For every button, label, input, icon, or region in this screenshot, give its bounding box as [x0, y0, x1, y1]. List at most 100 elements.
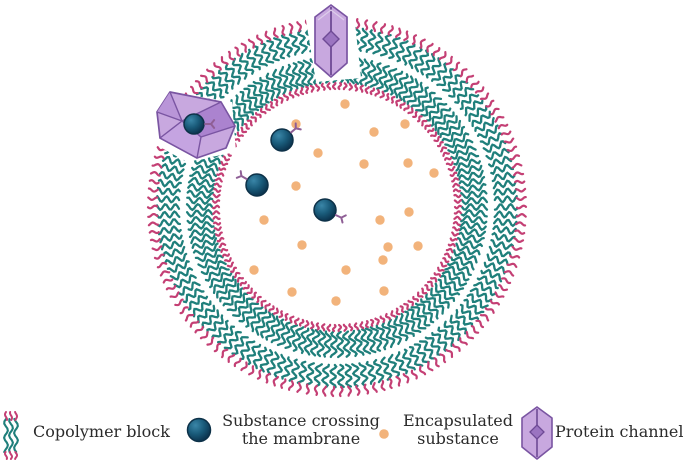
- inner-copolymer-head: [218, 167, 227, 171]
- legend-copolymer-block-label: Copolymer block: [33, 422, 170, 441]
- inner-copolymer-head: [222, 253, 231, 258]
- inner-copolymer-tail: [425, 292, 445, 315]
- outer-copolymer-head: [395, 375, 401, 387]
- outer-copolymer-head: [256, 34, 264, 45]
- inner-copolymer-tail: [285, 63, 299, 90]
- outer-copolymer-head: [159, 270, 171, 277]
- inner-copolymer-head: [426, 280, 434, 288]
- outer-copolymer-head: [511, 162, 523, 169]
- outer-copolymer-head: [355, 384, 361, 396]
- outer-copolymer-tail: [205, 81, 225, 99]
- inner-copolymer-tail: [360, 328, 372, 355]
- inner-copolymer-head: [449, 237, 458, 242]
- outer-copolymer-tail: [394, 351, 409, 375]
- inner-copolymer-head: [272, 307, 279, 315]
- inner-copolymer-head: [214, 231, 223, 237]
- inner-copolymer-head: [407, 299, 414, 307]
- inner-copolymer-tail: [381, 321, 396, 349]
- outer-copolymer-head: [410, 369, 418, 380]
- outer-copolymer-tail: [480, 268, 503, 283]
- outer-copolymer-tail: [441, 74, 462, 93]
- encapsulated-substance-dot: [249, 265, 259, 275]
- outer-copolymer-tail: [459, 93, 480, 111]
- inner-copolymer-tail: [425, 102, 448, 122]
- outer-copolymer-tail: [231, 336, 249, 355]
- inner-copolymer-head: [213, 226, 222, 232]
- inner-copolymer-tail: [393, 315, 409, 342]
- outer-copolymer-head: [452, 343, 461, 352]
- inner-copolymer-tail: [459, 182, 487, 193]
- inner-copolymer-head: [337, 323, 343, 333]
- navy-sphere-icon: [186, 417, 212, 443]
- inner-copolymer-tail: [284, 324, 299, 350]
- sphere-hook-tip: [210, 119, 216, 129]
- inner-copolymer-head: [399, 101, 406, 109]
- inner-copolymer-tail: [222, 287, 244, 307]
- inner-copolymer-head: [315, 83, 321, 92]
- inner-copolymer-tail: [457, 231, 485, 244]
- inner-copolymer-tail: [188, 227, 216, 239]
- outer-copolymer-head: [514, 229, 526, 235]
- outer-copolymer-tail: [469, 287, 493, 303]
- outer-copolymer-head: [296, 381, 302, 393]
- outer-copolymer-head: [439, 353, 447, 364]
- outer-copolymer-tail: [473, 281, 496, 297]
- inner-copolymer-head: [214, 177, 223, 183]
- inner-copolymer-tail: [420, 298, 439, 320]
- outer-copolymer-tail: [164, 252, 188, 266]
- outer-copolymer-tail: [358, 27, 369, 52]
- outer-copolymer-tail: [459, 303, 480, 321]
- inner-copolymer-tail: [358, 58, 371, 86]
- inner-copolymer-head: [374, 88, 381, 97]
- inner-copolymer-tail: [226, 292, 249, 312]
- outer-copolymer-tail: [266, 351, 280, 376]
- outer-copolymer-head: [189, 85, 199, 95]
- outer-copolymer-head: [148, 229, 160, 235]
- inner-copolymer-tail: [322, 330, 332, 358]
- outer-copolymer-tail: [490, 239, 514, 251]
- outer-copolymer-head: [470, 80, 480, 89]
- inner-copolymer-tail: [460, 189, 488, 200]
- outer-copolymer-tail: [182, 287, 205, 304]
- outer-copolymer-tail: [449, 314, 468, 335]
- outer-copolymer-head: [147, 221, 159, 227]
- inner-copolymer-tail: [458, 175, 486, 187]
- outer-copolymer-tail: [288, 31, 301, 56]
- inner-copolymer-tail: [441, 270, 468, 287]
- inner-copolymer-tail: [212, 275, 235, 295]
- inner-copolymer-tail: [245, 306, 264, 328]
- outer-copolymer-head: [264, 30, 272, 41]
- outer-copolymer-head: [484, 307, 495, 314]
- outer-copolymer-head: [149, 237, 161, 243]
- inner-copolymer-head: [269, 101, 275, 109]
- outer-copolymer-tail: [430, 62, 448, 82]
- outer-copolymer-tail: [486, 253, 509, 266]
- outer-copolymer-tail: [252, 346, 268, 370]
- outer-copolymer-head: [213, 62, 222, 71]
- inner-copolymer-tail: [399, 312, 415, 338]
- outer-copolymer-head: [233, 357, 242, 368]
- inner-copolymer-tail: [192, 242, 219, 256]
- sphere-body: [183, 113, 205, 135]
- inner-copolymer-head: [288, 91, 295, 99]
- inner-copolymer-head: [264, 302, 271, 310]
- outer-copolymer-tail: [414, 49, 430, 73]
- encapsulated-substance-dot: [297, 240, 307, 250]
- outer-copolymer-head: [489, 299, 501, 306]
- outer-copolymer-head: [151, 163, 163, 169]
- outer-copolymer-tail: [158, 170, 184, 182]
- inner-copolymer-head: [354, 83, 359, 92]
- outer-copolymer-tail: [388, 37, 401, 60]
- outer-copolymer-head: [402, 373, 410, 384]
- outer-copolymer-head: [432, 46, 441, 57]
- inner-copolymer-head: [379, 90, 385, 99]
- outer-copolymer-head: [272, 27, 279, 39]
- outer-copolymer-head: [313, 384, 319, 396]
- outer-copolymer-tail: [239, 340, 256, 361]
- outer-copolymer-tail: [169, 267, 194, 281]
- inner-copolymer-tail: [458, 226, 487, 237]
- outer-copolymer-tail: [387, 353, 401, 378]
- outer-copolymer-tail: [379, 34, 392, 57]
- outer-copolymer-tail: [492, 225, 517, 235]
- inner-copolymer-tail: [406, 81, 424, 106]
